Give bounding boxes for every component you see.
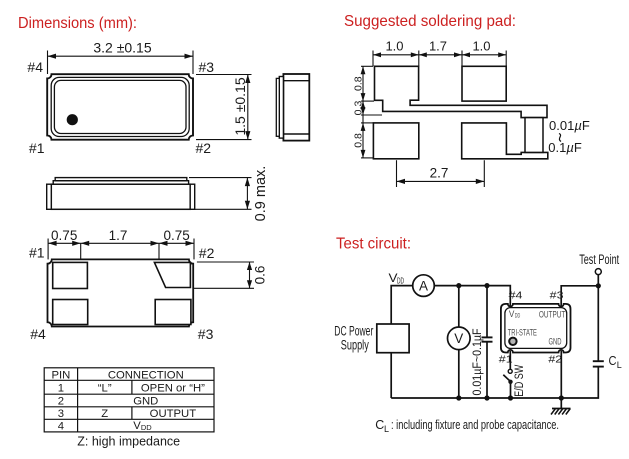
svg-text:CONNECTION: CONNECTION bbox=[108, 369, 184, 381]
svg-text:0.1µF: 0.1µF bbox=[548, 140, 582, 155]
svg-text:4: 4 bbox=[58, 420, 64, 432]
svg-text:Test circuit:: Test circuit: bbox=[336, 236, 411, 253]
svg-text:0.75: 0.75 bbox=[163, 228, 189, 243]
svg-text:: including fixture and probe: : including fixture and probe capacitanc… bbox=[391, 417, 559, 432]
svg-text:0.8: 0.8 bbox=[352, 76, 364, 91]
svg-text:#1: #1 bbox=[29, 245, 45, 261]
svg-text:#4: #4 bbox=[30, 326, 46, 342]
svg-text:0.8: 0.8 bbox=[352, 133, 364, 148]
svg-text:DD: DD bbox=[397, 276, 404, 286]
svg-text:0.01µF~0.1µF: 0.01µF~0.1µF bbox=[472, 329, 484, 396]
svg-text:Test Point: Test Point bbox=[579, 252, 619, 267]
svg-text:2.7: 2.7 bbox=[430, 166, 449, 181]
svg-text:GND: GND bbox=[133, 395, 158, 407]
svg-text:0.9 max.: 0.9 max. bbox=[253, 166, 269, 222]
svg-text:Z: Z bbox=[101, 408, 108, 420]
svg-text:L: L bbox=[384, 424, 389, 435]
svg-text:V: V bbox=[509, 309, 515, 319]
svg-text:#1: #1 bbox=[29, 140, 45, 156]
svg-text:#4: #4 bbox=[509, 289, 523, 301]
svg-text:1.0: 1.0 bbox=[472, 39, 490, 54]
svg-text:C: C bbox=[375, 417, 384, 432]
svg-text:0.01µF: 0.01µF bbox=[549, 118, 590, 133]
svg-text:“L”: “L” bbox=[98, 382, 112, 394]
svg-text:VDD: VDD bbox=[133, 420, 152, 432]
svg-text:#3: #3 bbox=[550, 289, 564, 301]
svg-text:C: C bbox=[609, 353, 617, 368]
svg-text:OUTPUT: OUTPUT bbox=[539, 310, 566, 320]
svg-text:3.2 ±0.15: 3.2 ±0.15 bbox=[93, 40, 151, 56]
svg-text:#2: #2 bbox=[196, 140, 212, 156]
svg-text:#1: #1 bbox=[499, 354, 513, 366]
svg-text:A: A bbox=[419, 278, 428, 293]
svg-text:V: V bbox=[454, 331, 463, 346]
svg-text:OUTPUT: OUTPUT bbox=[150, 408, 197, 420]
svg-text:DC Power: DC Power bbox=[334, 324, 373, 339]
svg-text:E/D SW: E/D SW bbox=[514, 365, 526, 397]
svg-text:OPEN or “H”: OPEN or “H” bbox=[141, 382, 205, 394]
svg-text:#3: #3 bbox=[199, 59, 215, 75]
svg-text:#2: #2 bbox=[548, 354, 562, 366]
svg-text:2: 2 bbox=[58, 395, 64, 407]
svg-text:V: V bbox=[389, 273, 398, 285]
svg-text:GND: GND bbox=[549, 336, 562, 346]
svg-text:Z: high impedance: Z: high impedance bbox=[77, 435, 180, 449]
svg-text:#3: #3 bbox=[198, 326, 214, 342]
svg-text:1: 1 bbox=[58, 382, 64, 394]
svg-text:Suggested soldering pad:: Suggested soldering pad: bbox=[344, 13, 516, 30]
svg-text:PIN: PIN bbox=[51, 369, 70, 381]
svg-text:DD: DD bbox=[515, 312, 521, 319]
svg-text:L: L bbox=[617, 360, 622, 371]
svg-text:1.7: 1.7 bbox=[109, 228, 128, 243]
svg-text:TRI-STATE: TRI-STATE bbox=[508, 327, 537, 337]
svg-text:#2: #2 bbox=[199, 245, 215, 261]
svg-text:#4: #4 bbox=[27, 59, 43, 75]
svg-text:0.6: 0.6 bbox=[253, 266, 268, 285]
svg-text:1.0: 1.0 bbox=[385, 39, 403, 54]
svg-text:0.75: 0.75 bbox=[51, 228, 77, 243]
svg-text:Supply: Supply bbox=[341, 338, 369, 353]
svg-text:1.7: 1.7 bbox=[429, 39, 447, 54]
svg-text:1.5 ±0.15: 1.5 ±0.15 bbox=[232, 77, 248, 135]
svg-text:0.3: 0.3 bbox=[352, 101, 364, 116]
svg-text:3: 3 bbox=[58, 408, 64, 420]
svg-text:Dimensions (mm):: Dimensions (mm): bbox=[18, 15, 137, 32]
